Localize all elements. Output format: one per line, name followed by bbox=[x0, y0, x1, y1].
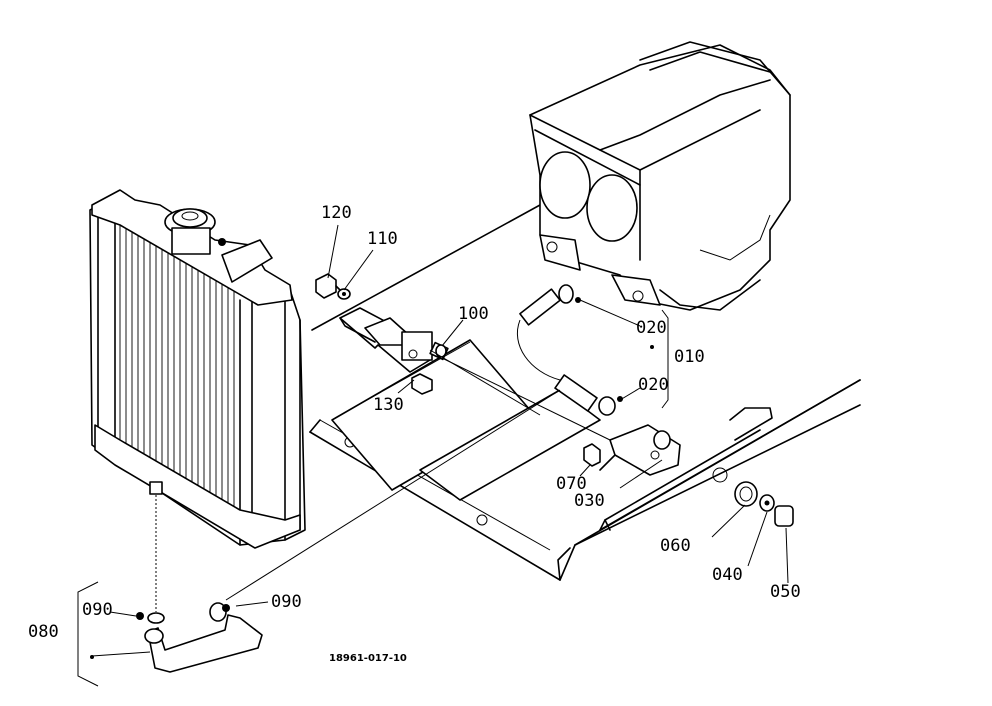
drawing-code: 18961-017-10 bbox=[329, 653, 407, 664]
cushion-030 bbox=[653, 430, 671, 450]
bolt-130 bbox=[411, 373, 433, 395]
callout-010: 010 bbox=[674, 347, 705, 367]
leader-lines bbox=[77, 224, 789, 687]
engine-mount-bracket bbox=[339, 307, 433, 373]
hose-clamp-020-lower bbox=[598, 396, 623, 416]
side-rail bbox=[599, 379, 861, 531]
callout-020-lower: 020 bbox=[638, 375, 669, 395]
callout-080: 080 bbox=[28, 622, 59, 642]
bolt-070 bbox=[583, 443, 601, 467]
callout-040: 040 bbox=[712, 565, 743, 585]
callout-100: 100 bbox=[458, 304, 489, 324]
lower-hose-080 bbox=[136, 602, 263, 673]
callout-labels: 120 110 100 130 020 010 020 070 030 060 … bbox=[28, 203, 801, 642]
callout-120: 120 bbox=[321, 203, 352, 223]
callout-050: 050 bbox=[770, 582, 801, 602]
callout-110: 110 bbox=[367, 229, 398, 249]
callout-070: 070 bbox=[556, 474, 587, 494]
callout-130: 130 bbox=[373, 395, 404, 415]
washer-110 bbox=[337, 288, 351, 300]
callout-030: 030 bbox=[574, 491, 605, 511]
grommet-060 bbox=[734, 481, 758, 507]
radiator bbox=[89, 189, 306, 549]
callout-090-right: 090 bbox=[271, 592, 302, 612]
hose-010 bbox=[516, 288, 598, 412]
mount-bracket-lower bbox=[599, 424, 681, 476]
rubber-pads bbox=[331, 339, 601, 501]
washer-040 bbox=[759, 494, 775, 512]
engine-block bbox=[529, 41, 791, 311]
callout-090-left: 090 bbox=[82, 600, 113, 620]
bolt-050 bbox=[774, 505, 794, 527]
callout-060: 060 bbox=[660, 536, 691, 556]
callout-020-upper: 020 bbox=[636, 318, 667, 338]
hose-clamp-020-upper bbox=[558, 284, 581, 304]
